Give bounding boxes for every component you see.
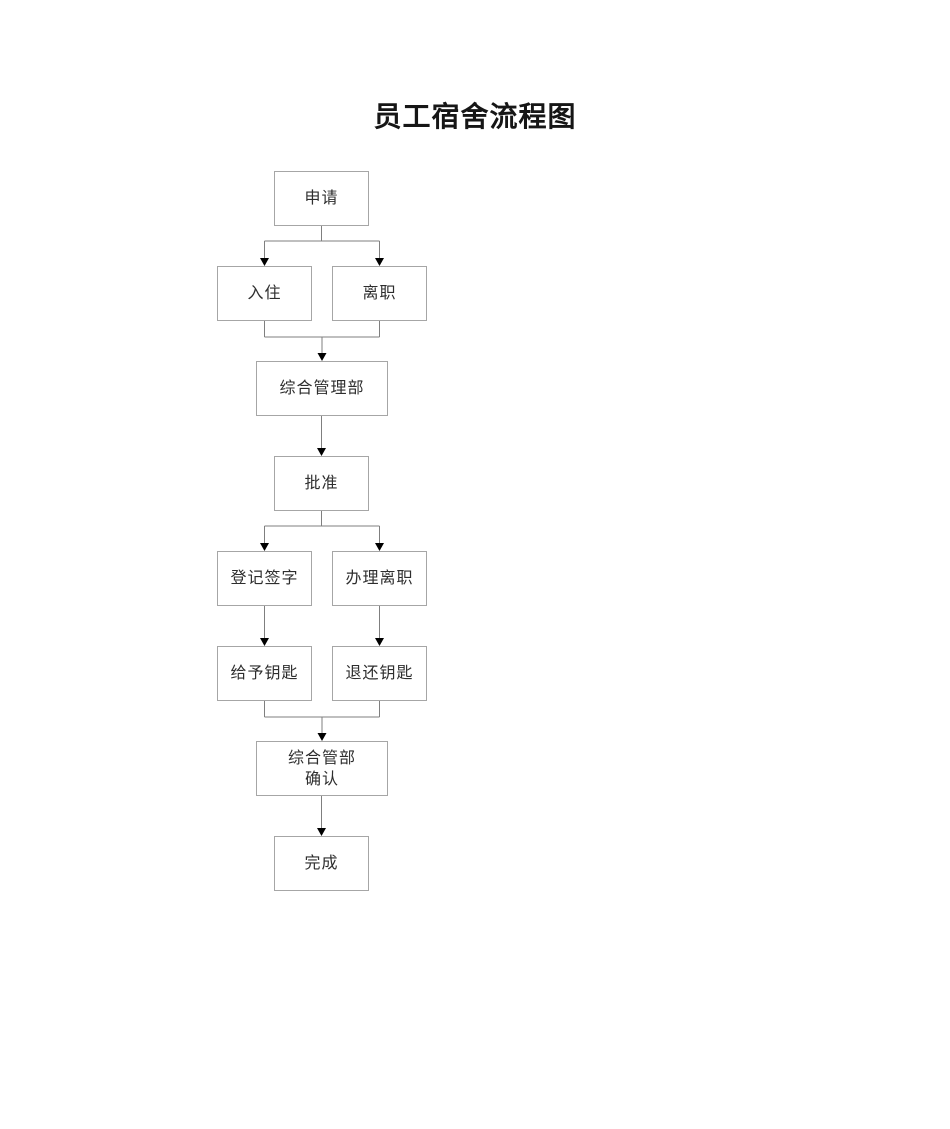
edge-give-key+return-key-to-dept-confirm xyxy=(264,701,380,741)
flow-node-label: 离职 xyxy=(362,285,397,302)
arrowhead-icon xyxy=(375,543,384,551)
edge-approve-to-register-sign+handle-resign xyxy=(260,511,384,551)
flow-node-register-sign: 登记签字 xyxy=(217,551,312,606)
edge-handle-resign-to-return-key xyxy=(375,606,384,646)
flow-node-label: 批准 xyxy=(304,475,339,492)
arrowhead-icon xyxy=(260,543,269,551)
flow-node-general-dept: 综合管理部 xyxy=(256,361,388,416)
flow-node-approve: 批准 xyxy=(274,456,369,511)
flow-node-label: 登记签字 xyxy=(230,570,299,587)
page-title: 员工宿舍流程图 xyxy=(373,101,577,132)
flow-node-label: 综合管部 确认 xyxy=(287,749,356,788)
edge-apply-to-check-in+resign xyxy=(260,226,384,266)
flow-node-resign: 离职 xyxy=(332,266,427,321)
arrowhead-icon xyxy=(317,448,326,456)
edge-register-sign-to-give-key xyxy=(260,606,269,646)
arrowhead-icon xyxy=(260,638,269,646)
flow-node-dept-confirm: 综合管部 确认 xyxy=(256,741,388,796)
edge-general-dept-to-approve xyxy=(317,416,326,456)
flow-node-done: 完成 xyxy=(274,836,369,891)
flow-node-label: 退还钥匙 xyxy=(345,665,414,682)
flow-node-label: 完成 xyxy=(304,855,339,872)
arrowhead-icon xyxy=(317,353,327,361)
arrowhead-icon xyxy=(375,638,384,646)
flow-node-handle-resign: 办理离职 xyxy=(332,551,427,606)
edge-dept-confirm-to-done xyxy=(317,796,326,836)
arrowhead-icon xyxy=(375,258,384,266)
arrowhead-icon xyxy=(317,733,327,741)
flow-node-label: 申请 xyxy=(304,190,339,207)
flow-node-apply: 申请 xyxy=(274,171,369,226)
flow-node-check-in: 入住 xyxy=(217,266,312,321)
flow-node-label: 入住 xyxy=(247,285,282,302)
arrowhead-icon xyxy=(317,828,326,836)
arrowhead-icon xyxy=(260,258,269,266)
flow-node-return-key: 退还钥匙 xyxy=(332,646,427,701)
flow-node-label: 综合管理部 xyxy=(279,380,365,397)
edge-check-in+resign-to-general-dept xyxy=(264,321,380,361)
flow-node-label: 办理离职 xyxy=(345,570,414,587)
flow-node-label: 给予钥匙 xyxy=(230,665,299,682)
flow-node-give-key: 给予钥匙 xyxy=(217,646,312,701)
